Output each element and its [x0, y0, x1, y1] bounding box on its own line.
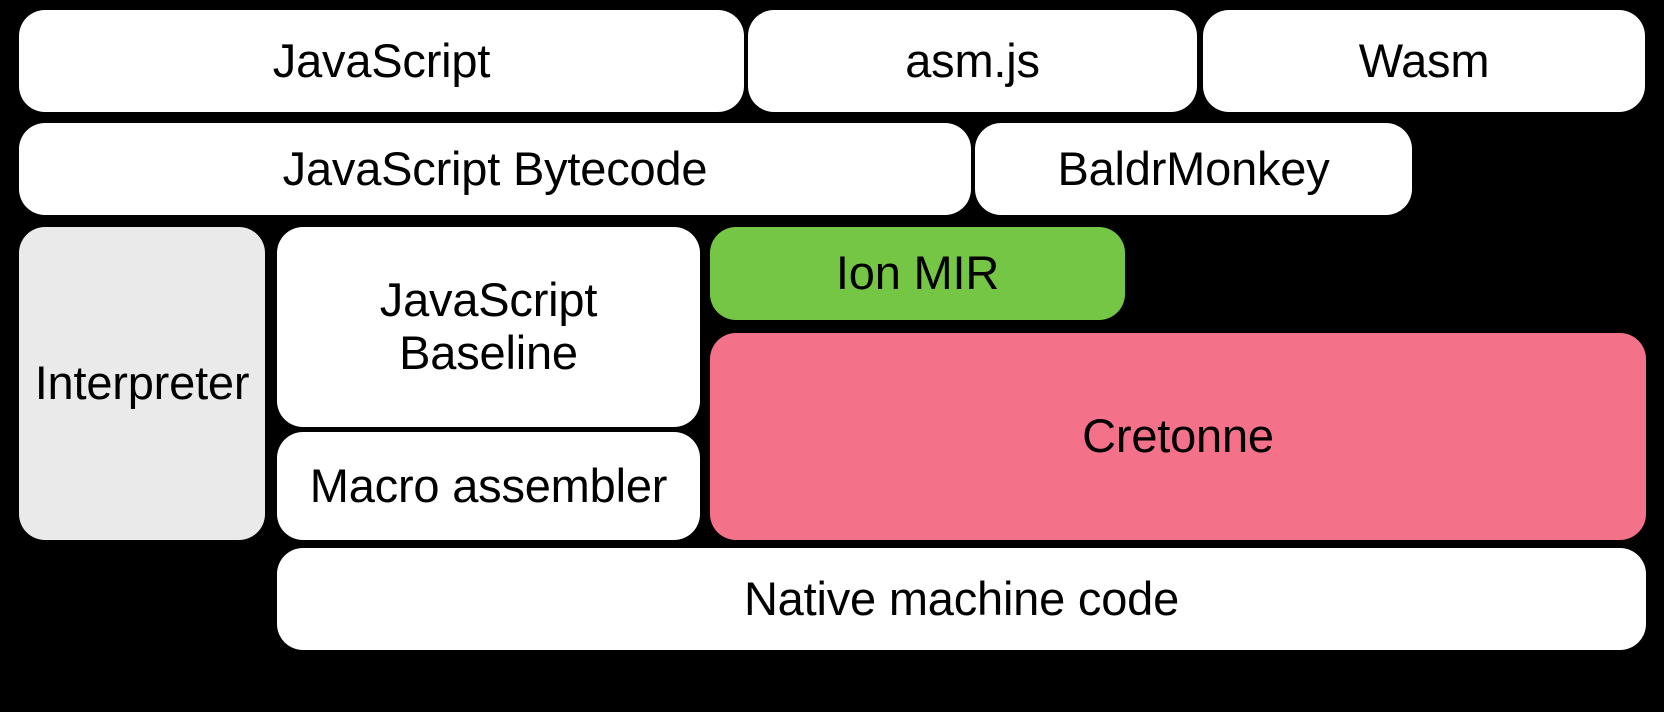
node-asmjs[interactable]: asm.js: [748, 10, 1197, 112]
node-cretonne[interactable]: Cretonne: [710, 333, 1646, 540]
node-baldrmonkey[interactable]: BaldrMonkey: [975, 123, 1412, 215]
node-javascript[interactable]: JavaScript: [19, 10, 744, 112]
node-interpreter[interactable]: Interpreter: [19, 227, 265, 540]
node-javascript-bytecode[interactable]: JavaScript Bytecode: [19, 123, 971, 215]
node-native-machine-code[interactable]: Native machine code: [277, 548, 1646, 650]
node-wasm[interactable]: Wasm: [1203, 10, 1645, 112]
node-ion-mir[interactable]: Ion MIR: [710, 227, 1125, 320]
node-macro-assembler[interactable]: Macro assembler: [277, 432, 700, 540]
node-javascript-baseline[interactable]: JavaScript Baseline: [277, 227, 700, 427]
